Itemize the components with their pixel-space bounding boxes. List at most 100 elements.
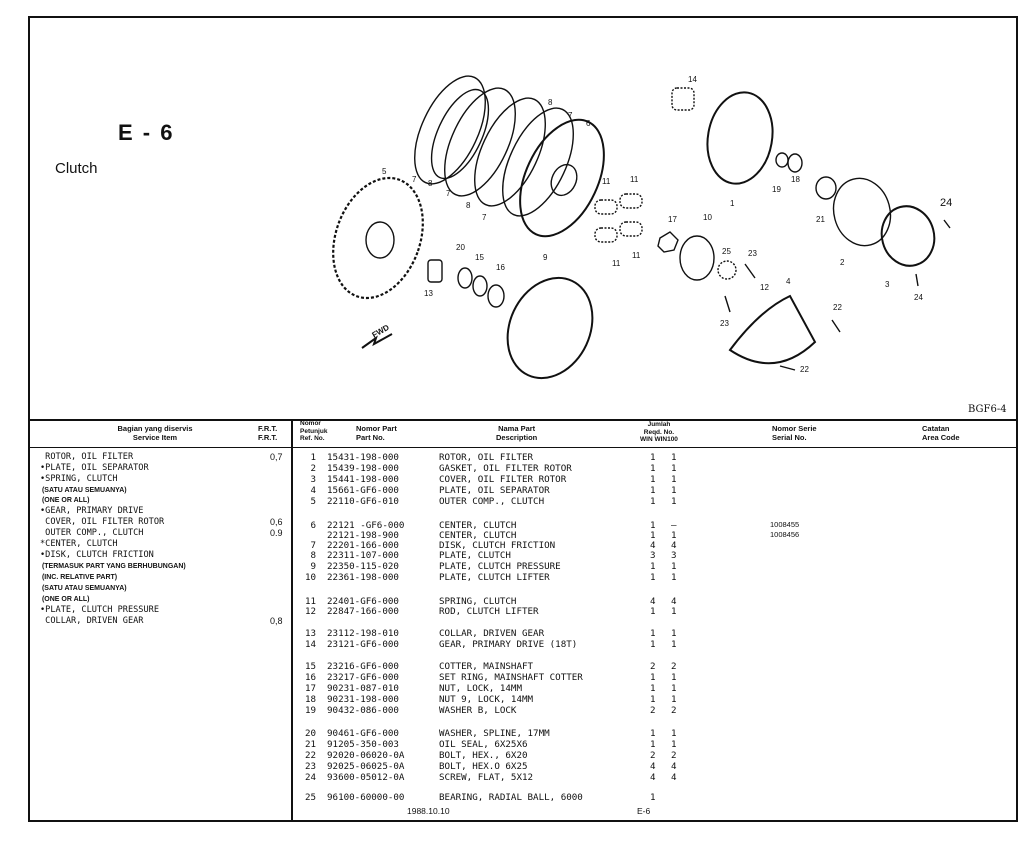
part-number: 93600-05012-0A	[327, 772, 405, 783]
washer-shape	[487, 284, 505, 308]
part-ref-no: 12	[305, 606, 317, 617]
oil-filter-rotor-shape	[706, 91, 774, 185]
callout-18: 18	[791, 175, 800, 184]
oil-seal-shape	[815, 176, 837, 200]
service-item: (SATU ATAU SEMUANYA)	[40, 585, 127, 592]
part-description: COTTER, MAINSHAFT	[439, 661, 534, 672]
spring-shape	[594, 199, 618, 215]
exploded-parts-diagram: 1 2 3 4 5 6 7 7 7 7 8 8 8 9 10 11 11 11 …	[332, 75, 952, 380]
lock-nut-shape	[657, 231, 679, 253]
part-number: 23216-GF6-000	[327, 661, 399, 672]
part-number: 23112-198-010	[327, 628, 399, 639]
spring-shape	[594, 227, 618, 243]
part-number: 22110-GF6-010	[327, 496, 399, 507]
qty-win: 1	[650, 694, 656, 705]
header-serial-no: Nomor Serie Serial No.	[772, 424, 817, 442]
pressure-plate-shape	[506, 276, 594, 380]
callout-11: 11	[602, 177, 611, 186]
washer-shape	[472, 275, 488, 297]
clutch-disk-shape	[430, 88, 490, 180]
callout-23: 23	[748, 249, 757, 258]
callout-10: 10	[703, 213, 712, 222]
part-ref-no: 8	[305, 550, 317, 561]
callout-24: 24	[914, 293, 923, 302]
callout-23: 23	[720, 319, 729, 328]
service-item: (INC. RELATIVE PART)	[40, 574, 118, 581]
clutch-outer-hub-shape	[365, 221, 395, 259]
qty-win100: 4	[671, 596, 677, 607]
lock-nut-shape	[787, 153, 803, 173]
callout-11: 11	[612, 259, 621, 268]
part-ref-no: 13	[305, 628, 317, 639]
part-description: WASHER B, LOCK	[439, 705, 517, 716]
part-description: ROTOR, OIL FILTER	[439, 452, 534, 463]
service-item-frt: 0,7	[270, 452, 283, 462]
part-description: PLATE, CLUTCH LIFTER	[439, 572, 550, 583]
qty-win100: –	[671, 520, 677, 531]
part-description: PLATE, CLUTCH	[439, 550, 511, 561]
part-description: DISK, CLUTCH FRICTION	[439, 540, 556, 551]
qty-win100: 1	[671, 606, 677, 617]
clutch-disk-shape	[502, 107, 574, 217]
header-qty: Jumlah Reqd. No. WIN WIN100	[640, 421, 678, 443]
qty-win: 2	[650, 661, 656, 672]
part-number: 22121-198-900	[327, 530, 399, 541]
header-area-code: Catatan Area Code	[922, 424, 960, 442]
part-number: 22311-107-000	[327, 550, 399, 561]
qty-win100: 1	[671, 496, 677, 507]
part-description: COLLAR, DRIVEN GEAR	[439, 628, 545, 639]
part-number: 91205-350-003	[327, 739, 399, 750]
qty-win: 1	[650, 572, 656, 583]
qty-win100: 1	[671, 694, 677, 705]
part-description: SCREW, FLAT, 5X12	[439, 772, 534, 783]
service-item-frt: 0,8	[270, 616, 283, 626]
screw-shape	[943, 219, 951, 229]
serial-number: 1008456	[770, 530, 800, 539]
part-description: SET RING, MAINSHAFT COTTER	[439, 672, 583, 683]
qty-win100: 1	[671, 728, 677, 739]
part-number: 90231-087-010	[327, 683, 399, 694]
callout-8: 8	[548, 98, 553, 107]
qty-win100: 2	[671, 750, 677, 761]
washer-shape	[457, 267, 473, 289]
qty-win: 1	[650, 606, 656, 617]
qty-win: 1	[650, 683, 656, 694]
qty-win100: 1	[671, 452, 677, 463]
part-description: NUT 9, LOCK, 14MM	[439, 694, 534, 705]
qty-win100: 1	[671, 485, 677, 496]
callout-11: 11	[632, 251, 641, 260]
qty-win: 4	[650, 540, 656, 551]
qty-win: 4	[650, 772, 656, 783]
qty-win: 1	[650, 520, 656, 531]
service-item: OUTER COMP., CLUTCH	[40, 528, 144, 538]
part-number: 22847-166-000	[327, 606, 399, 617]
qty-win100: 1	[671, 463, 677, 474]
service-item: (SATU ATAU SEMUANYA)	[40, 487, 127, 494]
qty-win100: 1	[671, 739, 677, 750]
part-description: BEARING, RADIAL BALL, 6000	[439, 792, 583, 803]
part-ref-no: 18	[305, 694, 317, 705]
part-ref-no: 9	[305, 561, 317, 572]
part-ref-no: 24	[305, 772, 317, 783]
header-service-item: Bagian yang diservis Service Item	[117, 424, 193, 442]
gasket-shape	[832, 177, 892, 247]
part-description: COVER, OIL FILTER ROTOR	[439, 474, 567, 485]
callout-3: 3	[885, 280, 890, 289]
qty-win: 1	[650, 739, 656, 750]
part-ref-no: 20	[305, 728, 317, 739]
header-frt: F.R.T. F.R.T.	[258, 424, 278, 442]
callout-20: 20	[456, 243, 465, 252]
part-ref-no: 14	[305, 639, 317, 650]
